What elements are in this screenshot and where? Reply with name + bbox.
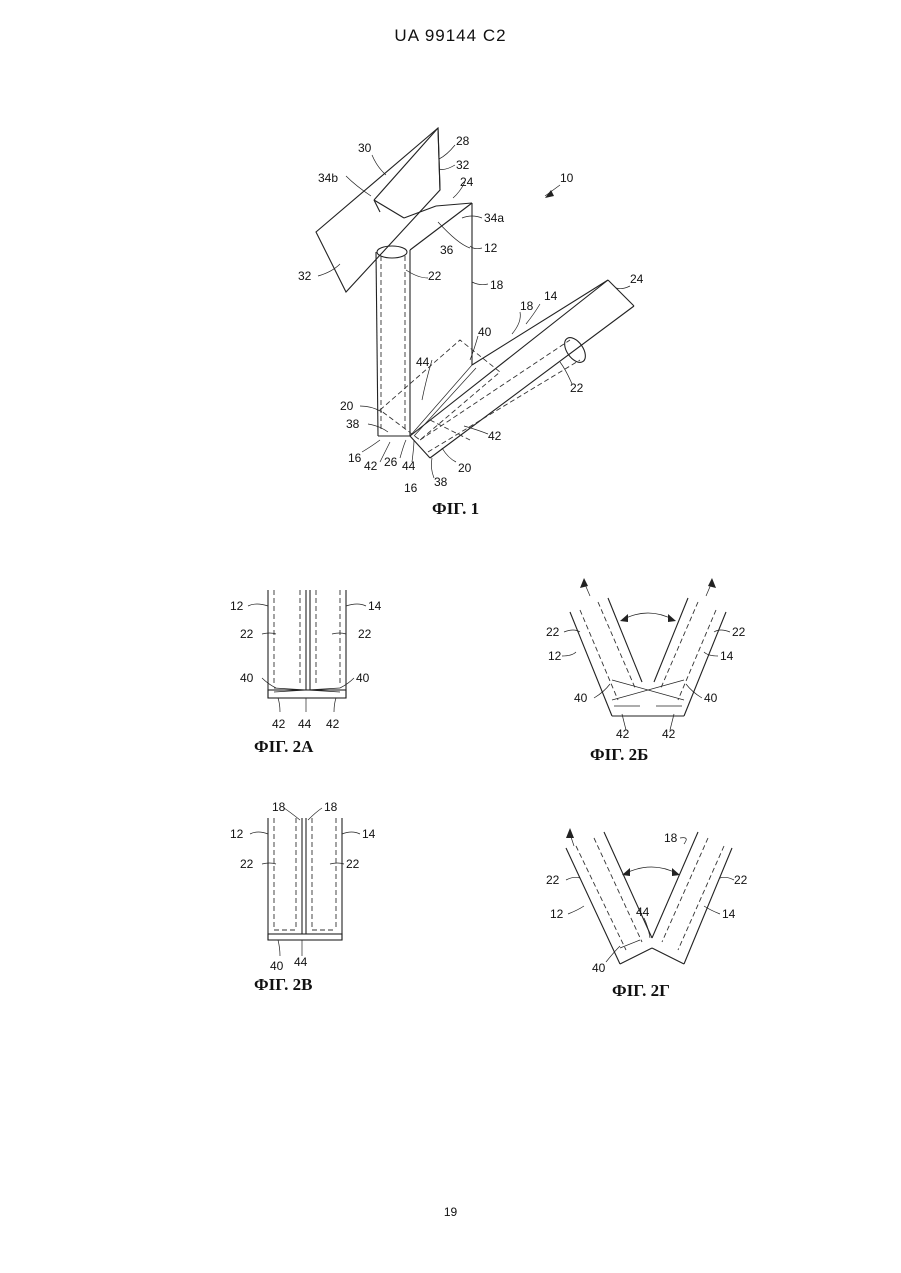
label-22: 22 — [346, 857, 360, 871]
label-32: 32 — [456, 158, 470, 172]
label-42: 42 — [364, 459, 378, 473]
label-18: 18 — [664, 831, 678, 845]
figure-2a-caption: ФІГ. 2А — [254, 737, 314, 756]
label-22: 22 — [240, 627, 254, 641]
label-22: 22 — [546, 873, 560, 887]
label-22: 22 — [734, 873, 748, 887]
label-16: 16 — [404, 481, 418, 495]
label-42: 42 — [662, 727, 676, 741]
figure-2b-caption: ФІГ. 2Б — [590, 745, 648, 764]
figure-2v-caption: ФІГ. 2В — [254, 975, 312, 994]
figure-2g: 18 22 22 12 44 14 40 ФІГ. 2Г — [546, 828, 748, 1000]
figure-2g-caption: ФІГ. 2Г — [612, 981, 670, 1000]
label-44: 44 — [298, 717, 312, 731]
label-22: 22 — [240, 857, 254, 871]
label-44: 44 — [294, 955, 308, 969]
label-30: 30 — [358, 141, 372, 155]
label-12: 12 — [230, 827, 244, 841]
label-20: 20 — [340, 399, 354, 413]
label-40: 40 — [574, 691, 588, 705]
label-44: 44 — [636, 905, 650, 919]
label-40: 40 — [478, 325, 492, 339]
label-14: 14 — [368, 599, 382, 613]
label-14: 14 — [362, 827, 376, 841]
label-12: 12 — [550, 907, 564, 921]
figure-1-labels: 10 28 32 30 34b 24 34a 36 12 22 32 18 14… — [298, 134, 644, 518]
label-14: 14 — [720, 649, 734, 663]
figure-1 — [316, 128, 634, 478]
label-22: 22 — [358, 627, 372, 641]
label-42: 42 — [326, 717, 340, 731]
label-42: 42 — [616, 727, 630, 741]
label-38: 38 — [434, 475, 448, 489]
figure-2a: 12 14 22 22 40 40 42 44 42 ФІГ. 2А — [230, 590, 382, 756]
label-26: 26 — [384, 455, 398, 469]
label-12: 12 — [548, 649, 562, 663]
label-28: 28 — [456, 134, 470, 148]
label-40: 40 — [704, 691, 718, 705]
label-18: 18 — [324, 800, 338, 814]
label-40: 40 — [356, 671, 370, 685]
label-22: 22 — [546, 625, 560, 639]
label-38: 38 — [346, 417, 360, 431]
figure-2b: 22 22 12 14 40 40 42 42 ФІГ. 2Б — [546, 578, 746, 764]
label-14: 14 — [544, 289, 558, 303]
label-10: 10 — [560, 171, 574, 185]
label-12: 12 — [484, 241, 498, 255]
label-24: 24 — [460, 175, 474, 189]
label-22: 22 — [732, 625, 746, 639]
label-22: 22 — [428, 269, 442, 283]
figure-2v: 18 18 12 14 22 22 40 44 ФІГ. 2В — [230, 800, 376, 994]
label-40: 40 — [270, 959, 284, 973]
label-42: 42 — [488, 429, 502, 443]
label-40: 40 — [240, 671, 254, 685]
page-number: 19 — [0, 1205, 901, 1219]
label-24: 24 — [630, 272, 644, 286]
label-32: 32 — [298, 269, 312, 283]
label-34b: 34b — [318, 171, 338, 185]
label-22: 22 — [570, 381, 584, 395]
label-18: 18 — [520, 299, 534, 313]
label-16: 16 — [348, 451, 362, 465]
label-18: 18 — [490, 278, 504, 292]
label-20: 20 — [458, 461, 472, 475]
label-42: 42 — [272, 717, 286, 731]
label-36: 36 — [440, 243, 454, 257]
label-44: 44 — [416, 355, 430, 369]
label-18: 18 — [272, 800, 286, 814]
label-40: 40 — [592, 961, 606, 975]
label-12: 12 — [230, 599, 244, 613]
figure-1-caption: ФІГ. 1 — [432, 499, 479, 518]
label-34a: 34a — [484, 211, 504, 225]
label-44: 44 — [402, 459, 416, 473]
label-14: 14 — [722, 907, 736, 921]
